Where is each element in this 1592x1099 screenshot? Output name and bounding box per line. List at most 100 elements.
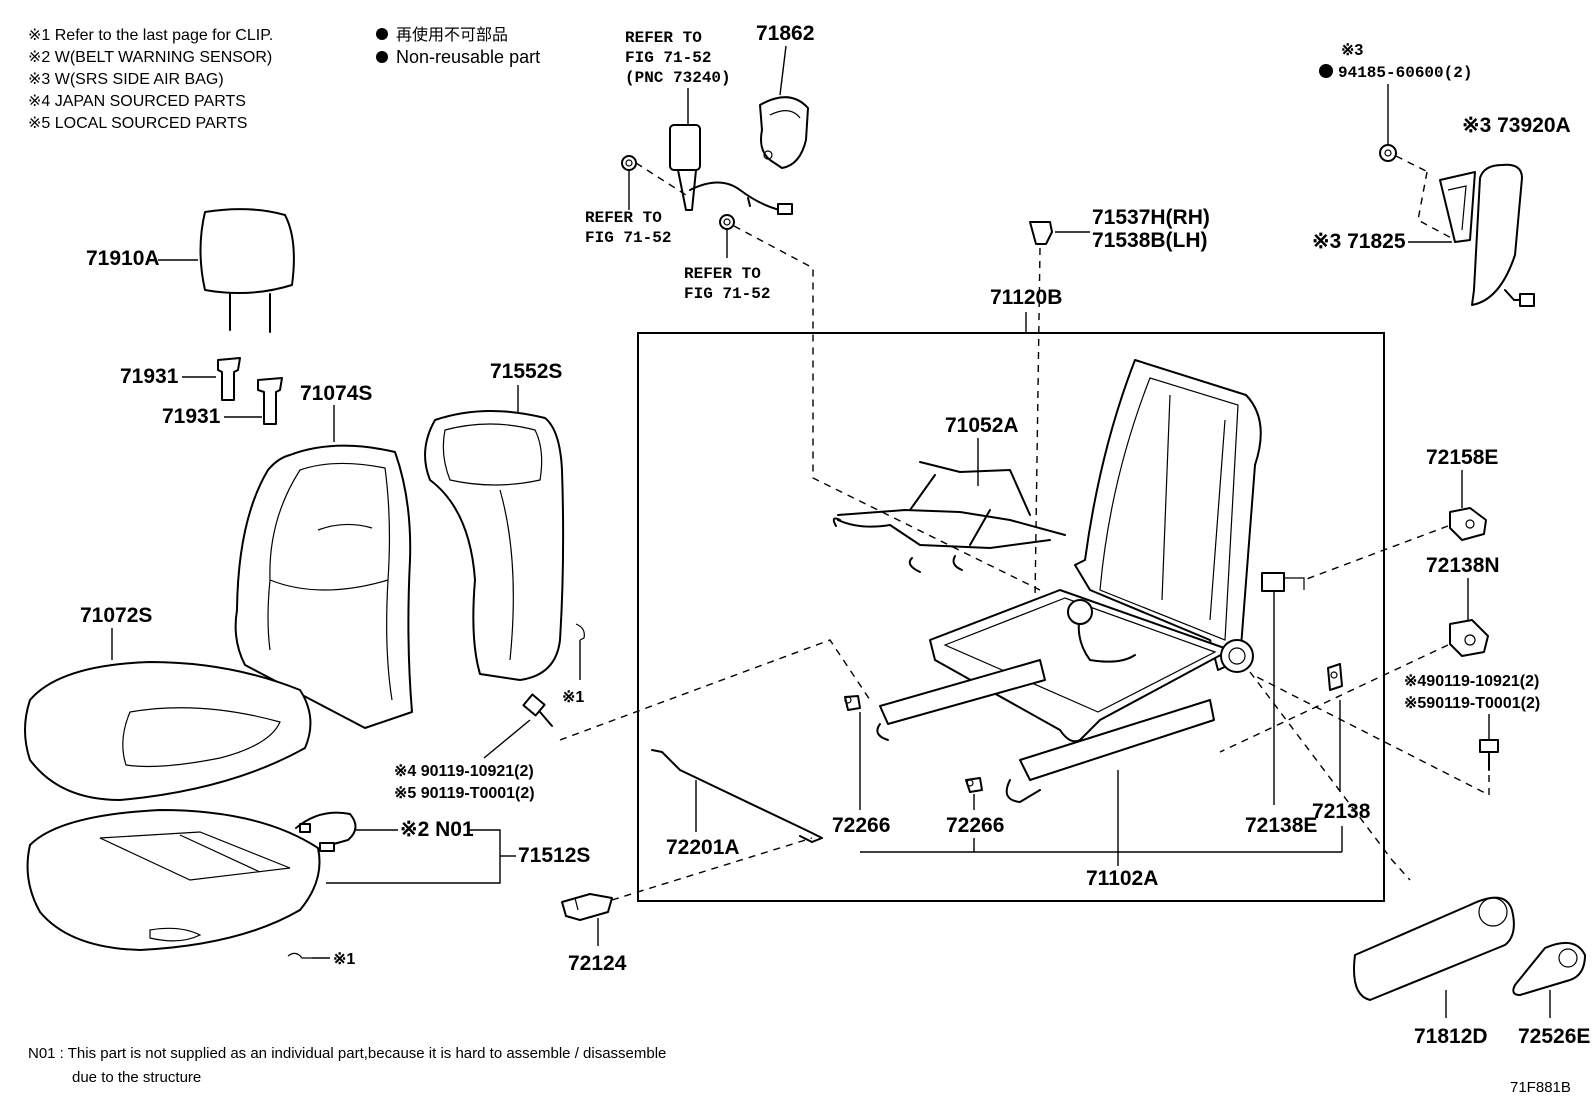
- part-label-71102A: 71102A: [1086, 867, 1158, 890]
- part-label-71812D: 71812D: [1414, 1025, 1488, 1048]
- part-label-71931-b: 71931: [162, 405, 221, 428]
- left-bolt-group: ※4 90119-10921(2) ※5 90119-T0001(2): [394, 639, 871, 802]
- clip-mark-1: ※1: [562, 689, 584, 706]
- refer-top-line-1: REFER TO: [625, 29, 702, 47]
- part-label-72124: 72124: [568, 952, 627, 975]
- part-label-71052A: 71052A: [945, 414, 1019, 437]
- refer-mid-line-2: FIG 71-52: [684, 285, 770, 303]
- headrest-support-icon: [217, 357, 241, 401]
- seat-frame-group: 71052A 72201A 72266: [651, 359, 1371, 890]
- part-label-72526E: 72526E: [1518, 1025, 1590, 1048]
- part-label-72138N: 72138N: [1426, 554, 1500, 577]
- part-label-71120B: 71120B: [990, 286, 1062, 309]
- part-label-71538B: 71538B(LH): [1092, 229, 1208, 252]
- part-label-73920A: ※3 73920A: [1462, 114, 1571, 137]
- cushion-pad-icon: [26, 809, 321, 951]
- part-label-71552S: 71552S: [490, 360, 562, 383]
- refer-mid-line-1: REFER TO: [684, 265, 761, 283]
- headrest-support-icon: [257, 377, 283, 425]
- legend-note-1: ※1 Refer to the last page for CLIP.: [28, 27, 273, 44]
- refer-left-line-2: FIG 71-52: [585, 229, 671, 247]
- right-bolt-label-local: ※590119-T0001(2): [1404, 695, 1540, 712]
- nonreusable-label-jp: 再使用不可部品: [396, 26, 508, 44]
- nonreusable-dot-icon: [376, 28, 388, 40]
- legend-note-5: ※5 LOCAL SOURCED PARTS: [28, 115, 247, 132]
- part-label-71910A: 71910A: [86, 247, 160, 270]
- recliner-knob-72526E-icon: [1512, 941, 1586, 996]
- bolt-icon: [522, 693, 553, 727]
- cover-72124-group: 72124: [561, 837, 813, 975]
- seat-belt-buckle-group: REFER TO FIG 71-52 (PNC 73240) REFER TO …: [585, 22, 1041, 591]
- clip-72266-center-icon: [965, 777, 983, 793]
- part-label-71512S: 71512S: [518, 844, 590, 867]
- buckle-cover-icon: [759, 96, 809, 169]
- part-label-72266-center: 72266: [946, 814, 1004, 837]
- clip-71537-group: 71537H(RH) 71538B(LH): [1029, 206, 1210, 601]
- legend-note-2: ※2 W(BELT WARNING SENSOR): [28, 49, 272, 66]
- bolt-label-jp: ※4 90119-10921(2): [394, 763, 534, 780]
- bolt-icon: [1479, 739, 1499, 771]
- legend-note-3: ※3 W(SRS SIDE AIR BAG): [28, 71, 224, 88]
- seat-spring-icon: [832, 461, 1066, 573]
- refer-top-line-2: FIG 71-52: [625, 49, 711, 67]
- seatback-pad-group: 71552S ※1: [424, 360, 585, 706]
- refer-left-line-1: REFER TO: [585, 209, 662, 227]
- part-label-N01: ※2 N01: [400, 818, 474, 841]
- belt-warning-sensor-icon: [295, 811, 357, 852]
- part-label-71825: ※3 71825: [1312, 230, 1406, 253]
- right-hardware-group: 72158E 72138N ※490119-10921(2) ※590119-T…: [1219, 446, 1590, 1048]
- part-label-71931-a: 71931: [120, 365, 179, 388]
- n01-note-line-2: due to the structure: [72, 1069, 201, 1086]
- bracket-72138E-icon: [1261, 572, 1305, 592]
- side-airbag-icon: [1471, 163, 1535, 307]
- headrest-icon: [199, 208, 295, 333]
- seatback-cover-icon: [234, 444, 413, 729]
- seatback-pad-icon: [424, 409, 565, 681]
- side-airbag-group: ※3 94185-60600(2) ※3 73920A ※3 71825: [1312, 42, 1571, 307]
- n01-note-line-1: N01 : This part is not supplied as an in…: [28, 1045, 666, 1062]
- cushion-cover-icon: [24, 661, 312, 801]
- part-label-71862: 71862: [756, 22, 814, 45]
- part-label-72158E: 72158E: [1426, 446, 1498, 469]
- cover-72124-icon: [561, 893, 613, 921]
- nut-icon: [621, 155, 637, 171]
- part-mark-94185: ※3: [1341, 42, 1363, 59]
- cushion-cover-group: 71072S: [24, 604, 312, 801]
- hinge-cover-72138N-icon: [1449, 619, 1489, 657]
- headrest-group: 71910A 71931 71931: [86, 208, 295, 428]
- clip-72266-left-icon: [844, 695, 861, 711]
- recliner-cover-71812D-icon: [1353, 896, 1515, 1001]
- part-label-71074S: 71074S: [300, 382, 372, 405]
- part-label-72138: 72138: [1312, 800, 1371, 823]
- airbag-bracket-icon: [1439, 171, 1476, 243]
- part-label-72266-left: 72266: [832, 814, 890, 837]
- part-label-71537H: 71537H(RH): [1092, 206, 1210, 229]
- part-label-94185: 94185-60600(2): [1338, 64, 1472, 82]
- figure-code: 71F881B: [1510, 1079, 1571, 1096]
- nut-icon: [1379, 144, 1397, 162]
- bolt-label-local: ※5 90119-T0001(2): [394, 785, 535, 802]
- seatback-cover-group: 71074S: [234, 382, 413, 729]
- part-label-71072S: 71072S: [80, 604, 152, 627]
- hinge-cover-72158E-icon: [1449, 507, 1487, 541]
- legend-note-4: ※4 JAPAN SOURCED PARTS: [28, 93, 246, 110]
- nut-icon: [719, 214, 735, 230]
- part-label-72138E: 72138E: [1245, 814, 1317, 837]
- nonreusable-label-en: Non-reusable part: [396, 47, 540, 67]
- cushion-pad-group: ※2 N01 71512S ※1: [26, 809, 590, 968]
- seat-belt-buckle-icon: [669, 124, 793, 215]
- wire-72201A-icon: [651, 749, 823, 843]
- right-bolt-label-jp: ※490119-10921(2): [1404, 673, 1539, 690]
- refer-top-line-3: (PNC 73240): [625, 69, 731, 87]
- legend: ※1 Refer to the last page for CLIP. ※2 W…: [28, 26, 540, 132]
- nonreusable-dot-icon: [376, 51, 388, 63]
- clip-icon: [1029, 221, 1053, 245]
- bracket-72138-icon: [1327, 663, 1343, 691]
- seat-frame-assembly-box: [637, 332, 1385, 902]
- footer: N01 : This part is not supplied as an in…: [28, 1045, 1571, 1096]
- clip-mark-2: ※1: [333, 951, 355, 968]
- nonreusable-dot-icon: [1319, 64, 1333, 78]
- part-label-72201A: 72201A: [666, 836, 740, 859]
- seat-frame-icon: [876, 359, 1262, 803]
